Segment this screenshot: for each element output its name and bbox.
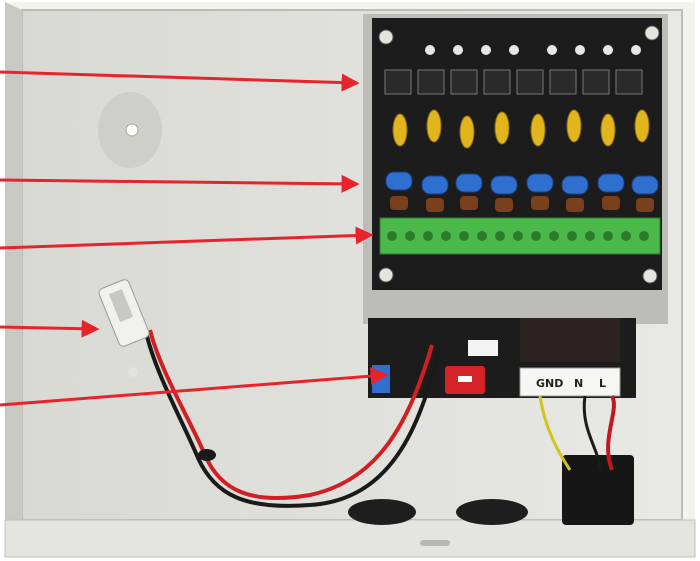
callout-arrows	[0, 70, 389, 407]
cable-grommet-left	[348, 499, 416, 525]
arrow-to-terminal-block	[0, 226, 374, 250]
pcb-standoff-bottom-left	[378, 267, 394, 283]
label-n: N	[574, 377, 583, 390]
ptc-fuse-row	[384, 69, 643, 95]
blue-fuse-row	[385, 171, 659, 195]
bottom-slot	[420, 540, 450, 546]
arrow-to-trim-pot	[0, 367, 389, 407]
live-wire	[606, 395, 616, 471]
enclosure-left-wall	[5, 2, 22, 557]
dc-connector	[468, 340, 498, 356]
red-lead	[148, 329, 434, 500]
cable-grommet-right	[456, 499, 528, 525]
small-dimple	[128, 367, 138, 377]
arrow-to-fuses	[0, 174, 360, 193]
voltage-trim-pot	[372, 365, 390, 393]
inductor-row	[390, 196, 654, 212]
ferrite-clip	[198, 449, 216, 461]
capacitor-row	[392, 109, 650, 149]
ac-input-terminal	[519, 367, 621, 397]
pcb-standoff-bottom-right	[642, 268, 658, 284]
rocker-switch-indicator	[458, 376, 472, 382]
mounting-hole	[125, 123, 139, 137]
transformer	[520, 318, 620, 362]
status-led-row	[378, 25, 660, 55]
enclosure-bottom-lip	[4, 519, 696, 558]
black-lead	[144, 331, 442, 508]
label-gnd: GND	[536, 377, 563, 390]
iec-power-inlet	[562, 455, 634, 525]
terminal-screws	[387, 231, 649, 241]
arrow-to-spade-connector	[0, 319, 100, 338]
earth-wire	[538, 395, 572, 471]
spade-connector	[98, 279, 150, 347]
neutral-wire	[582, 395, 602, 471]
arrow-to-led-row	[0, 70, 360, 92]
label-l: L	[599, 377, 606, 390]
